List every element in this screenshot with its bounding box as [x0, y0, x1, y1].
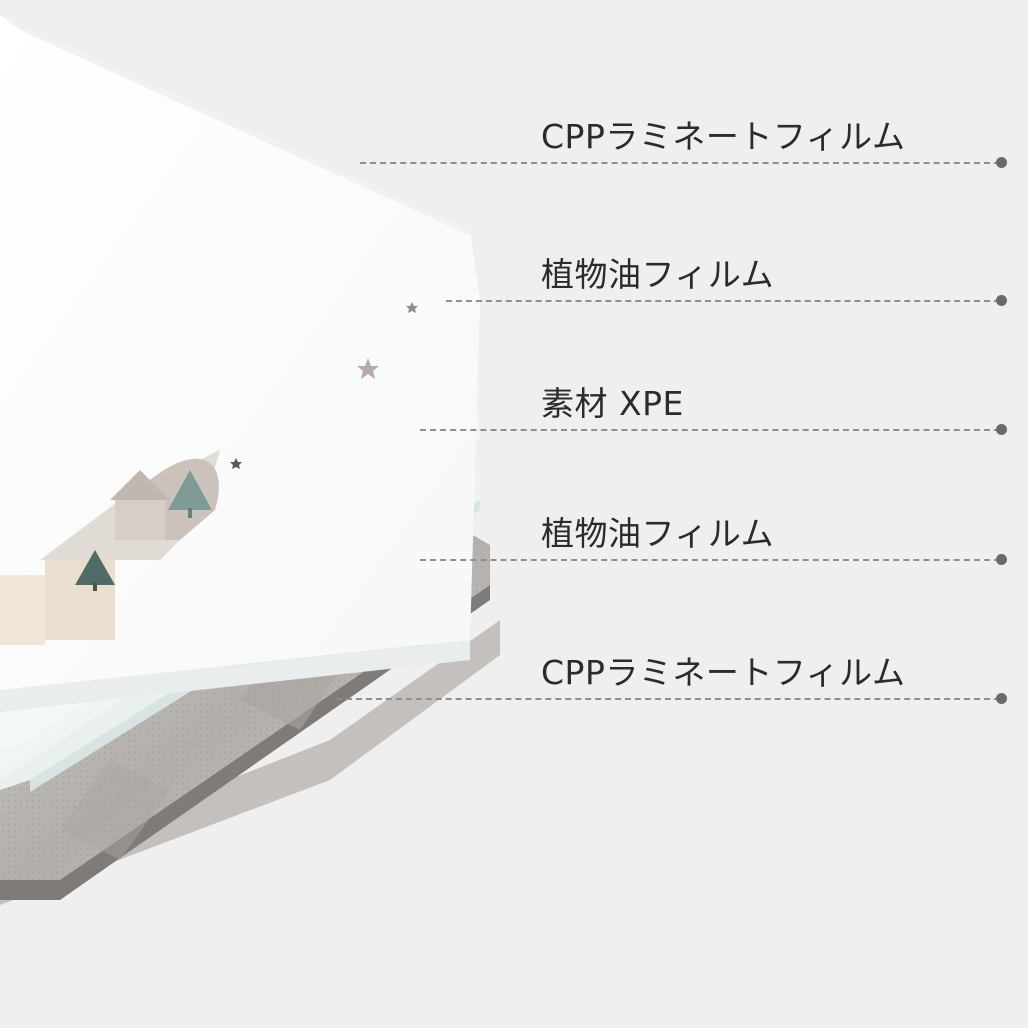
callout-top-film: CPPラミネートフィルム	[0, 118, 1028, 178]
callout-upper-oil-film: 植物油フィルム	[0, 256, 1028, 316]
leader-dot	[996, 424, 1007, 435]
house-icon	[110, 470, 170, 540]
leader-line	[420, 429, 1000, 431]
leader-line	[446, 300, 1000, 302]
leader-dot	[996, 295, 1007, 306]
layer-label: 植物油フィルム	[541, 514, 775, 553]
layer-label: CPPラミネートフィルム	[541, 653, 906, 692]
star-icon	[406, 302, 418, 313]
layer-label: 素材 XPE	[541, 384, 684, 423]
star-icon	[230, 458, 242, 469]
top-film-layer	[0, 15, 480, 712]
leader-line	[420, 559, 1000, 561]
star-icon	[357, 358, 379, 379]
tree-icon	[75, 550, 115, 591]
callout-bottom-film: CPPラミネートフィルム	[0, 654, 1028, 714]
callout-lower-oil-film: 植物油フィルム	[0, 515, 1028, 575]
leader-line	[336, 698, 1000, 700]
leader-dot	[996, 157, 1007, 168]
layer-label: CPPラミネートフィルム	[541, 117, 906, 156]
leader-line	[360, 162, 1000, 164]
tree-icon	[168, 470, 212, 518]
leader-dot	[996, 693, 1007, 704]
layer-label: 植物油フィルム	[541, 255, 775, 294]
printed-pattern	[0, 302, 418, 645]
leader-dot	[996, 554, 1007, 565]
callout-xpe-core: 素材 XPE	[0, 385, 1028, 445]
